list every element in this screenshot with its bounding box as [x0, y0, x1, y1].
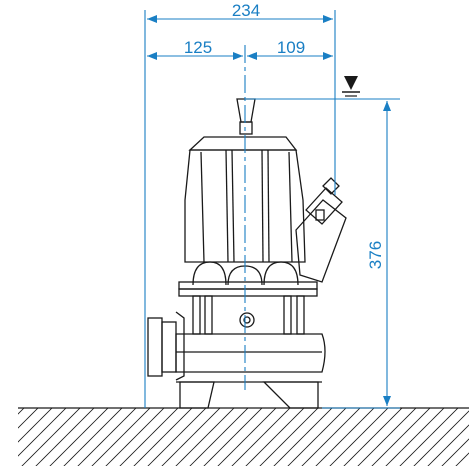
overall-width-label: 234: [232, 1, 260, 20]
pump-outline: [147, 98, 347, 409]
flange-bolt: [283, 295, 292, 335]
casing-rib: [261, 149, 264, 263]
flange-bolt: [204, 295, 213, 335]
cable-gland-nut: [322, 177, 340, 195]
motor-arch: [263, 261, 299, 286]
motor-casing: [184, 149, 306, 263]
flange-bolt: [296, 295, 305, 335]
discharge-collar: [175, 311, 185, 381]
left-offset-label: 125: [184, 38, 212, 57]
middle-flange: [178, 288, 318, 297]
right-offset-label: 109: [277, 38, 305, 57]
discharge-neck: [161, 321, 177, 373]
casing-rib: [200, 151, 205, 263]
motor-cap: [188, 136, 298, 151]
cable-gland-body: [295, 199, 347, 283]
dimension-lines: [144, 10, 400, 409]
motor-arch: [192, 261, 227, 286]
plug-screw: [239, 312, 255, 328]
cable-gland: [305, 187, 343, 225]
pump-foot: [262, 381, 319, 409]
handle-eye: [239, 121, 253, 135]
casing-rib: [267, 149, 270, 263]
flange-bolt: [192, 295, 201, 335]
height-label: 376: [366, 241, 385, 269]
upper-flange: [178, 281, 318, 290]
water-level-icon: [342, 76, 360, 97]
casing-rib: [225, 149, 229, 263]
discharge-flange: [147, 317, 163, 377]
casing-rib: [288, 151, 293, 263]
pump-volute: [175, 333, 326, 373]
casing-rib: [231, 149, 235, 263]
ground-hatching: [18, 408, 469, 466]
ground: [18, 407, 469, 466]
cable-terminal: [315, 209, 325, 221]
pump-foot: [179, 381, 215, 409]
plug-screw-center: [243, 316, 251, 324]
lifting-handle: [236, 98, 256, 123]
